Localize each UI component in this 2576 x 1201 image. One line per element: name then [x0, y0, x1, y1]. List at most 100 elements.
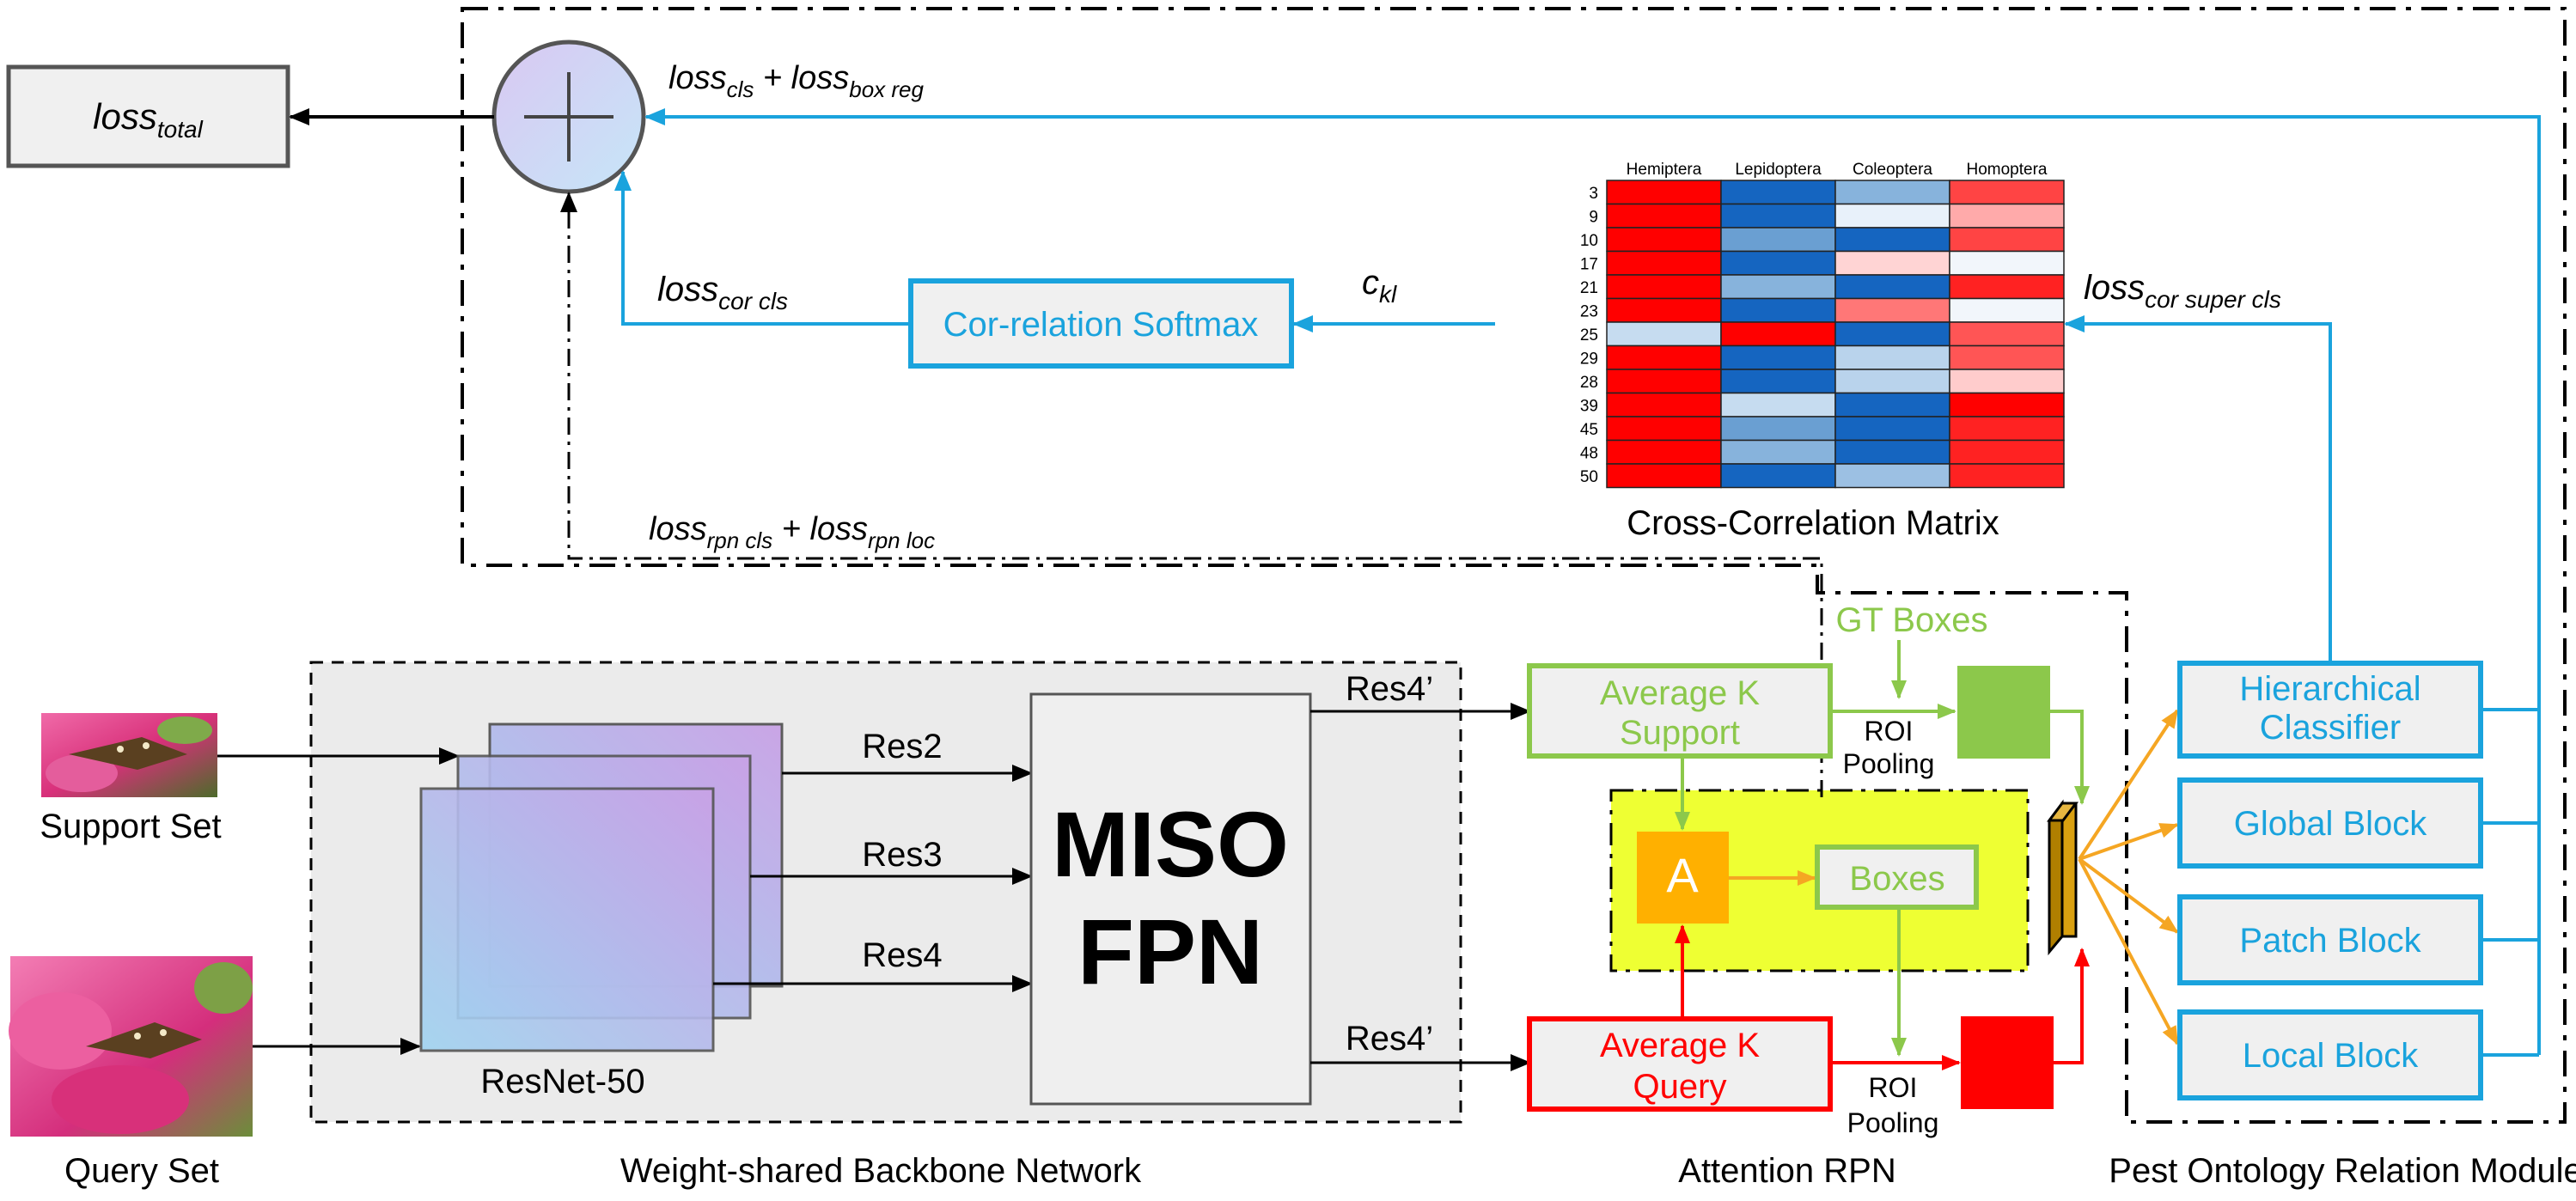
patch-block-box	[2177, 894, 2483, 985]
matrix-cell	[1949, 416, 2065, 442]
loss-cor-cls-label: losscor cls	[657, 271, 788, 314]
matrix-cell	[1949, 180, 2065, 205]
boxes-label: Boxes	[1849, 860, 1944, 898]
matrix-cell	[1949, 439, 2065, 465]
matrix-cell	[1834, 416, 1950, 442]
arrow-green-to-bar	[2050, 710, 2090, 805]
res4p-bottom-label: Res4’	[1346, 1020, 1433, 1058]
matrix-cell	[1949, 344, 2065, 370]
global-block-label: Global Block	[2234, 805, 2428, 843]
matrix-cell	[1720, 321, 1836, 347]
res4p-top-label: Res4’	[1346, 670, 1433, 708]
attention-rpn-label: Attention RPN	[1678, 1152, 1895, 1190]
matrix-cell	[1606, 439, 1722, 465]
local-block-label: Local Block	[2243, 1037, 2420, 1075]
matrix-cell	[1949, 392, 2065, 418]
matrix-cell	[1949, 274, 2065, 300]
support-set-label: Support Set	[40, 808, 221, 845]
matrix-cell	[1834, 227, 1950, 253]
matrix-column-header: Coleoptera	[1853, 161, 1932, 179]
arrow-red-to-bar	[2054, 948, 2090, 1064]
matrix-row-label: 45	[1580, 421, 1598, 439]
roi-pooling-top-2: Pooling	[1843, 748, 1935, 779]
matrix-cell	[1720, 463, 1836, 489]
hierarchical-classifier-box	[2177, 661, 2483, 759]
resnet-label: ResNet-50	[480, 1063, 644, 1100]
loss-region-frame	[461, 7, 2567, 1124]
query-roi-feature	[1961, 1016, 2054, 1109]
support-image	[41, 713, 217, 797]
matrix-row-label: 21	[1580, 279, 1598, 297]
matrix-cell	[1949, 369, 2065, 394]
matrix-row-label: 28	[1580, 374, 1598, 392]
avg-support-line1: Average K	[1600, 674, 1760, 712]
arrow-hier-to-matrix	[2064, 315, 2332, 663]
matrix-cell	[1606, 250, 1722, 276]
matrix-cell	[1606, 203, 1722, 229]
local-block-box	[2177, 1009, 2483, 1100]
matrix-cell	[1606, 416, 1722, 442]
loss-main-label: losscls + lossbox reg	[668, 60, 925, 102]
matrix-cell	[1834, 203, 1950, 229]
matrix-cell	[1834, 439, 1950, 465]
matrix-cell	[1606, 369, 1722, 394]
arrow-bar-to-patch	[2078, 857, 2179, 934]
matrix-cell	[1606, 297, 1722, 323]
matrix-cell	[1720, 369, 1836, 394]
loss-total-label: losstotal	[93, 96, 203, 143]
matrix-row-label: 10	[1580, 232, 1598, 250]
arrow-bar-to-global	[2079, 823, 2179, 861]
roi-pooling-bottom-2: Pooling	[1847, 1107, 1939, 1138]
loss-cor-super-label: losscor super cls	[2084, 269, 2281, 313]
support-roi-feature	[1957, 666, 2050, 759]
avg-query-line2: Query	[1633, 1068, 1727, 1106]
patch-block-label: Patch Block	[2239, 922, 2421, 960]
matrix-cell	[1949, 297, 2065, 323]
matrix-cell	[1949, 250, 2065, 276]
global-block-box	[2177, 777, 2483, 869]
matrix-cell	[1720, 274, 1836, 300]
arrow-bar-to-hier	[2078, 709, 2179, 861]
matrix-cell	[1949, 203, 2065, 229]
avg-support-box	[1527, 663, 1833, 759]
hier-line1: Hierarchical	[2239, 670, 2420, 708]
miso-label: MISO	[1052, 792, 1289, 896]
matrix-cell	[1720, 227, 1836, 253]
matrix-cell	[1834, 344, 1950, 370]
matrix-cell	[1720, 203, 1836, 229]
boxes-box	[1815, 844, 1979, 910]
pest-module-label: Pest Ontology Relation Module	[2109, 1152, 2576, 1190]
matrix-row-label: 48	[1580, 444, 1598, 462]
matrix-row-label: 39	[1580, 397, 1598, 415]
cor-softmax-box	[908, 278, 1294, 369]
matrix-cell	[1606, 321, 1722, 347]
gt-boxes-label: GT Boxes	[1835, 601, 1987, 639]
avg-support-line2: Support	[1620, 714, 1740, 752]
matrix-cell	[1720, 439, 1836, 465]
res2-label: Res2	[862, 728, 942, 765]
matrix-cell	[1949, 463, 2065, 489]
matrix-cell	[1834, 392, 1950, 418]
matrix-cell	[1949, 321, 2065, 347]
matrix-cell	[1834, 369, 1950, 394]
matrix-cell	[1834, 274, 1950, 300]
matrix-cell	[1720, 416, 1836, 442]
matrix-cell	[1606, 344, 1722, 370]
query-image	[9, 956, 253, 1137]
roi-pooling-top-1: ROI	[1865, 716, 1914, 747]
miso-fpn-box	[1029, 692, 1312, 1106]
resnet-50-block	[419, 722, 784, 1052]
matrix-cell	[1834, 297, 1950, 323]
matrix-cell	[1606, 227, 1722, 253]
arrow-corcls-to-sum	[614, 170, 911, 326]
hier-line2: Classifier	[2260, 709, 2401, 747]
backbone-label: Weight-shared Backbone Network	[620, 1152, 1142, 1190]
roi-pooling-bottom-1: ROI	[1869, 1072, 1918, 1103]
fpn-label: FPN	[1077, 899, 1263, 1003]
matrix-row-label: 3	[1589, 185, 1598, 203]
matrix-title: Cross-Correlation Matrix	[1627, 504, 1999, 542]
matrix-row-label: 29	[1580, 350, 1598, 368]
matrix-cell	[1834, 321, 1950, 347]
